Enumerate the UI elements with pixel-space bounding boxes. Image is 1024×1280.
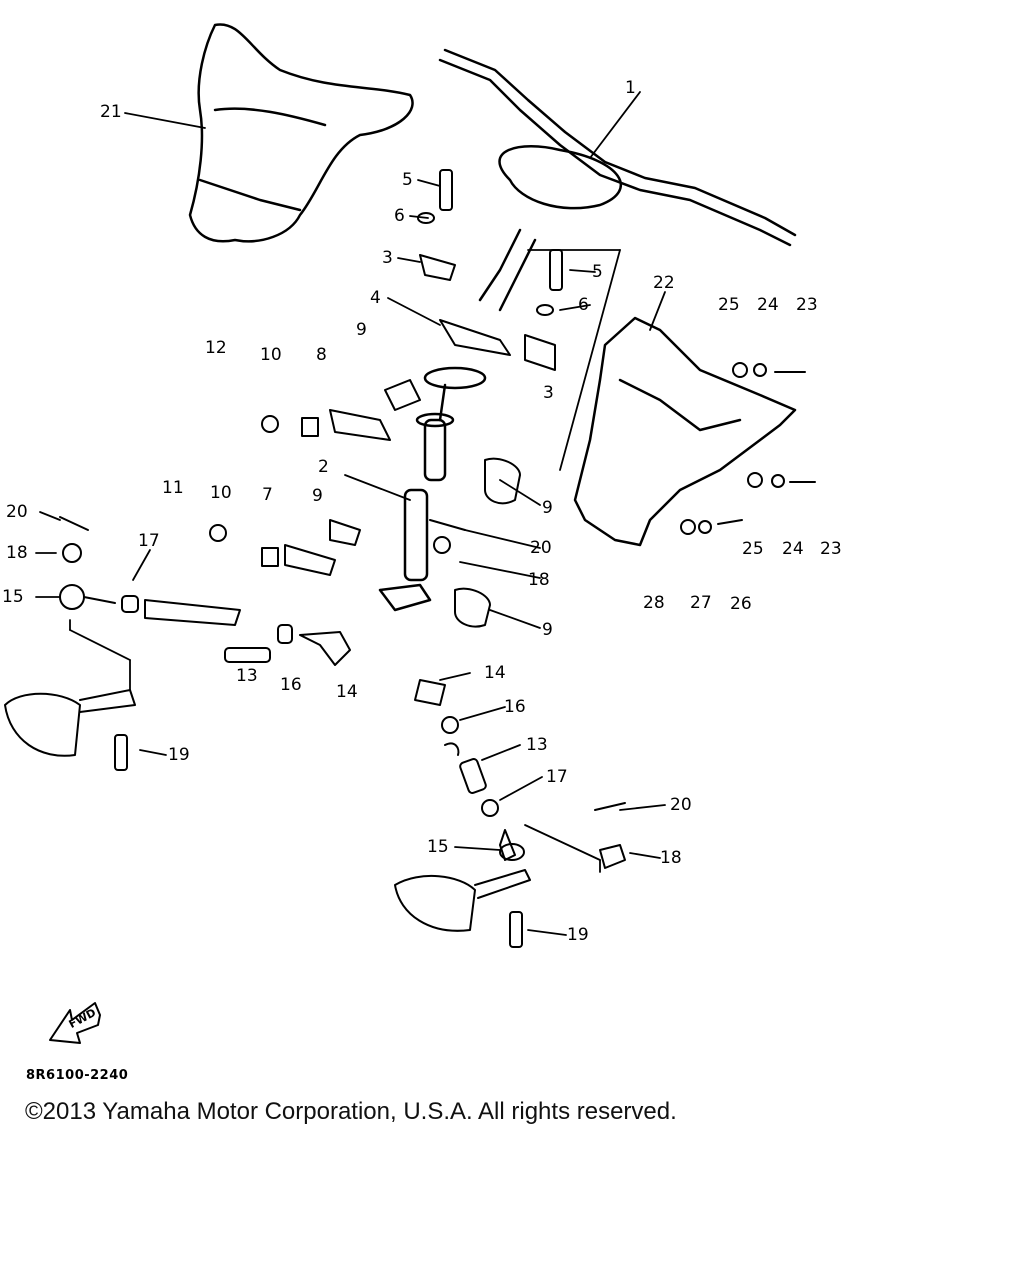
callout-17: 17 xyxy=(138,531,160,551)
steering-cover-part xyxy=(188,23,414,243)
callout-8: 8 xyxy=(316,345,327,365)
callout-14b: 14 xyxy=(484,663,506,683)
callout-15: 15 xyxy=(2,587,24,607)
callout-5b: 5 xyxy=(592,262,603,282)
forward-arrow-icon xyxy=(49,1002,101,1044)
diagram-code: 8R6100-2240 xyxy=(26,1068,129,1083)
callout-12: 12 xyxy=(205,338,227,358)
callout-16b: 16 xyxy=(504,697,526,717)
callout-14: 14 xyxy=(336,682,358,702)
callout-18b: 18 xyxy=(528,570,550,590)
callout-13: 13 xyxy=(236,666,258,686)
callout-16: 16 xyxy=(280,675,302,695)
callout-27: 27 xyxy=(690,593,712,613)
callout-13b: 13 xyxy=(526,735,548,755)
callout-3b: 3 xyxy=(543,383,554,403)
callout-24: 24 xyxy=(757,295,779,315)
callout-9d: 9 xyxy=(542,620,553,640)
callout-23: 23 xyxy=(796,295,818,315)
callout-4: 4 xyxy=(370,288,381,308)
callout-26: 26 xyxy=(730,594,752,614)
callout-19b: 19 xyxy=(567,925,589,945)
callout-20b: 20 xyxy=(530,538,552,558)
handlebar-part xyxy=(438,48,797,312)
callout-25: 25 xyxy=(718,295,740,315)
callout-9: 9 xyxy=(356,320,367,340)
callout-18c: 18 xyxy=(660,848,682,868)
callout-3: 3 xyxy=(382,248,393,268)
callout-7: 7 xyxy=(262,485,273,505)
callout-6b: 6 xyxy=(578,295,589,315)
copyright-notice: ©2013 Yamaha Motor Corporation, U.S.A. A… xyxy=(25,1098,677,1125)
callout-20c: 20 xyxy=(670,795,692,815)
callout-11: 11 xyxy=(162,478,184,498)
callout-24b: 24 xyxy=(782,539,804,559)
callout-18: 18 xyxy=(6,543,28,563)
bracket-part xyxy=(573,316,797,547)
small-parts xyxy=(4,169,816,948)
callout-28: 28 xyxy=(643,593,665,613)
callout-22: 22 xyxy=(653,273,675,293)
callout-10b: 10 xyxy=(210,483,232,503)
callout-9c: 9 xyxy=(312,486,323,506)
callout-10: 10 xyxy=(260,345,282,365)
callout-23b: 23 xyxy=(820,539,842,559)
steering-shaft-part xyxy=(378,366,487,612)
callout-5: 5 xyxy=(402,170,413,190)
leader-lines xyxy=(35,91,666,936)
callout-6: 6 xyxy=(394,206,405,226)
callout-20: 20 xyxy=(6,502,28,522)
callout-19: 19 xyxy=(168,745,190,765)
callout-2: 2 xyxy=(318,457,329,477)
callout-25b: 25 xyxy=(742,539,764,559)
callout-1: 1 xyxy=(625,78,636,98)
callout-21: 21 xyxy=(100,102,122,122)
callout-9b: 9 xyxy=(542,498,553,518)
callout-15b: 15 xyxy=(427,837,449,857)
callout-17b: 17 xyxy=(546,767,568,787)
